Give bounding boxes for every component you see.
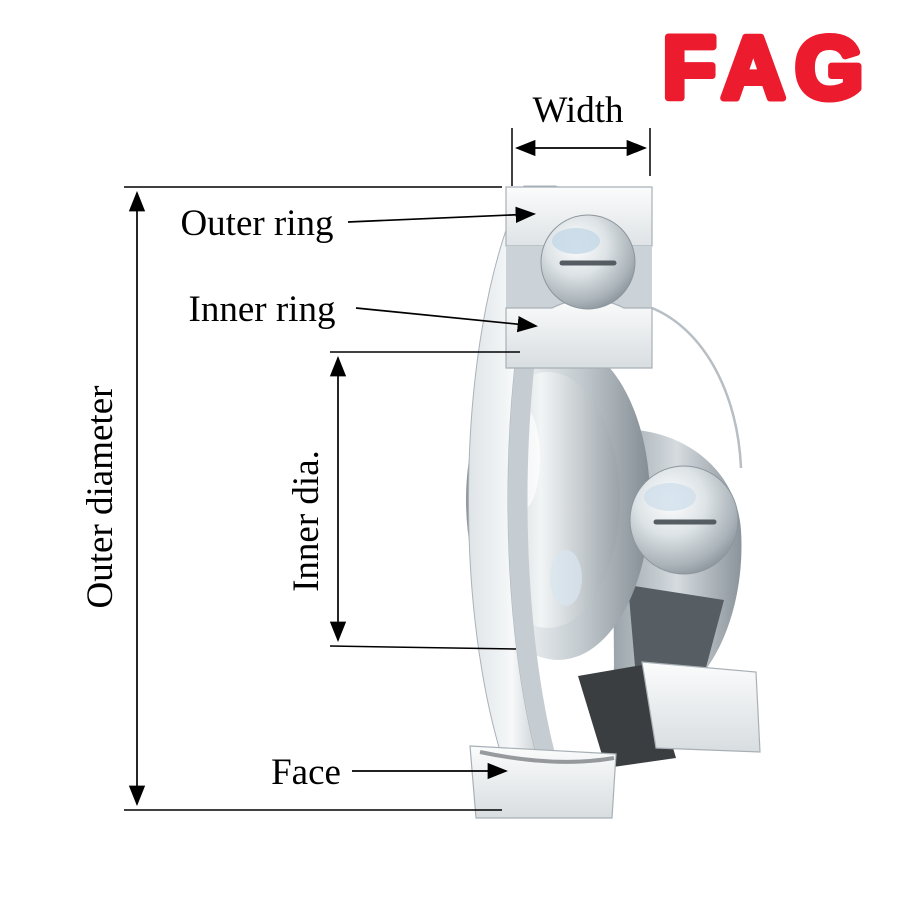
inner-dia-tick-bottom bbox=[329, 645, 517, 650]
bottom-seam bbox=[479, 750, 615, 764]
label-inner-ring: Inner ring bbox=[189, 289, 336, 330]
label-width: Width bbox=[532, 90, 624, 131]
inner-ring-section-bottom bbox=[641, 661, 761, 753]
bore-highlight-blue bbox=[550, 550, 582, 606]
far-ring-edge bbox=[651, 306, 743, 469]
bearing-illustration bbox=[466, 185, 761, 819]
label-inner-dia: Inner dia. bbox=[286, 450, 327, 592]
fag-logo: FAG bbox=[663, 18, 874, 117]
ball-lower-highlight bbox=[644, 483, 696, 511]
ball-upper-highlight bbox=[552, 228, 600, 254]
label-outer-ring: Outer ring bbox=[180, 203, 333, 244]
inner-ring-leader bbox=[355, 307, 539, 333]
dimension-annotations bbox=[124, 128, 651, 811]
label-face: Face bbox=[271, 752, 341, 793]
outer-ring-leader bbox=[347, 206, 537, 223]
outer-ring-section-bottom bbox=[469, 745, 617, 819]
label-outer-diameter: Outer diameter bbox=[80, 386, 121, 609]
inner-ring-section bbox=[505, 298, 653, 369]
